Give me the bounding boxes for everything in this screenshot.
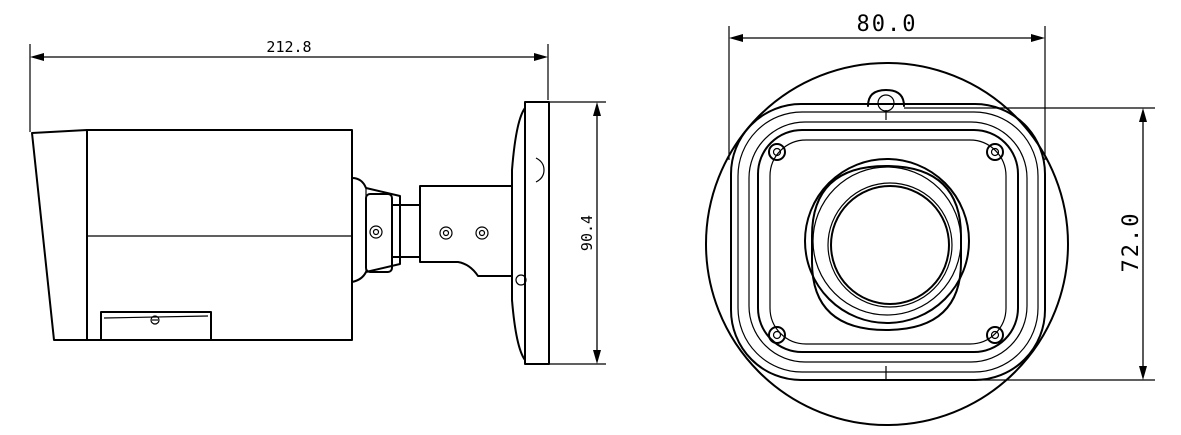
length-dimension: 212.8 xyxy=(29,38,549,132)
lens xyxy=(804,158,970,331)
front-height-dimension-label: 72.0 xyxy=(1119,212,1144,273)
length-dimension-label: 212.8 xyxy=(266,38,311,56)
front-width-dimension: 80.0 xyxy=(728,12,1046,160)
side-height-dimension: 90.4 xyxy=(549,101,606,365)
screw-icon xyxy=(986,326,1004,344)
side-view: 212.8 xyxy=(29,38,606,365)
screw-icon xyxy=(986,143,1004,161)
mount-base-outline xyxy=(705,62,1069,426)
front-housing xyxy=(730,103,1046,381)
front-screws xyxy=(768,143,1004,344)
screw-icon xyxy=(768,143,786,161)
front-view: 80.0 xyxy=(705,12,1155,426)
mount-bracket xyxy=(351,101,550,365)
screw-icon xyxy=(768,326,786,344)
front-height-dimension: 72.0 xyxy=(904,107,1155,381)
camera-housing xyxy=(31,129,353,341)
front-width-dimension-label: 80.0 xyxy=(857,12,918,37)
side-height-dimension-label: 90.4 xyxy=(578,215,596,251)
